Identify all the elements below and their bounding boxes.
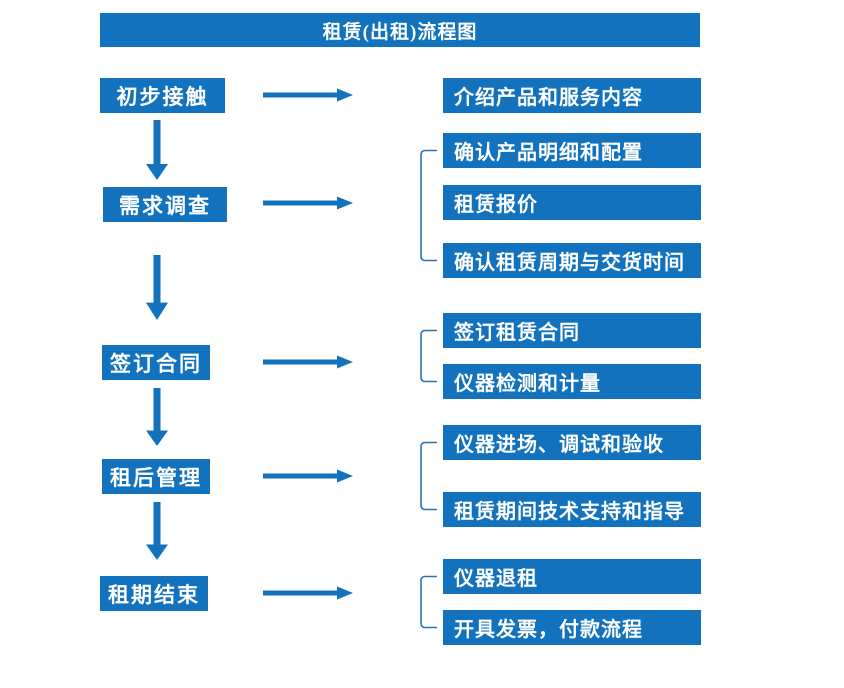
detail-box-rental-tech-support: 租赁期间技术支持和指导 [443, 492, 701, 527]
down-arrow-4 [146, 502, 168, 560]
down-arrow-1 [146, 120, 168, 180]
flow-arrow-2 [263, 196, 353, 210]
detail-box-instrument-inspection: 仪器检测和计量 [443, 364, 701, 399]
step-box-demand-survey: 需求调查 [103, 187, 227, 222]
flow-arrow-3 [263, 355, 353, 369]
detail-box-introduce-products: 介绍产品和服务内容 [443, 78, 701, 113]
bracket-post-rental-group [420, 441, 437, 511]
detail-box-instrument-entry-acceptance: 仪器进场、调试和验收 [443, 425, 701, 460]
detail-box-confirm-details-config: 确认产品明细和配置 [443, 133, 701, 168]
detail-box-rental-quote: 租赁报价 [443, 185, 701, 220]
flow-arrow-4 [263, 469, 353, 483]
detail-box-instrument-return: 仪器退租 [443, 559, 701, 594]
step-box-lease-end: 租期结束 [100, 576, 208, 611]
down-arrow-2 [146, 255, 168, 320]
bracket-lease-end-group [420, 575, 437, 629]
step-box-initial-contact: 初步接触 [100, 78, 225, 113]
detail-box-sign-rental-contract: 签订租赁合同 [443, 313, 701, 348]
step-box-post-rental-management: 租后管理 [102, 459, 210, 494]
detail-box-invoice-payment: 开具发票，付款流程 [443, 610, 701, 645]
step-box-sign-contract: 签订合同 [102, 345, 210, 380]
flow-arrow-1 [263, 88, 353, 102]
detail-box-confirm-period-delivery: 确认租赁周期与交货时间 [443, 243, 701, 278]
bracket-demand-survey-group [420, 149, 437, 262]
flowchart-title: 租赁(出租)流程图 [100, 13, 700, 47]
down-arrow-3 [146, 388, 168, 446]
bracket-sign-contract-group [420, 329, 437, 383]
flow-arrow-5 [263, 586, 353, 600]
